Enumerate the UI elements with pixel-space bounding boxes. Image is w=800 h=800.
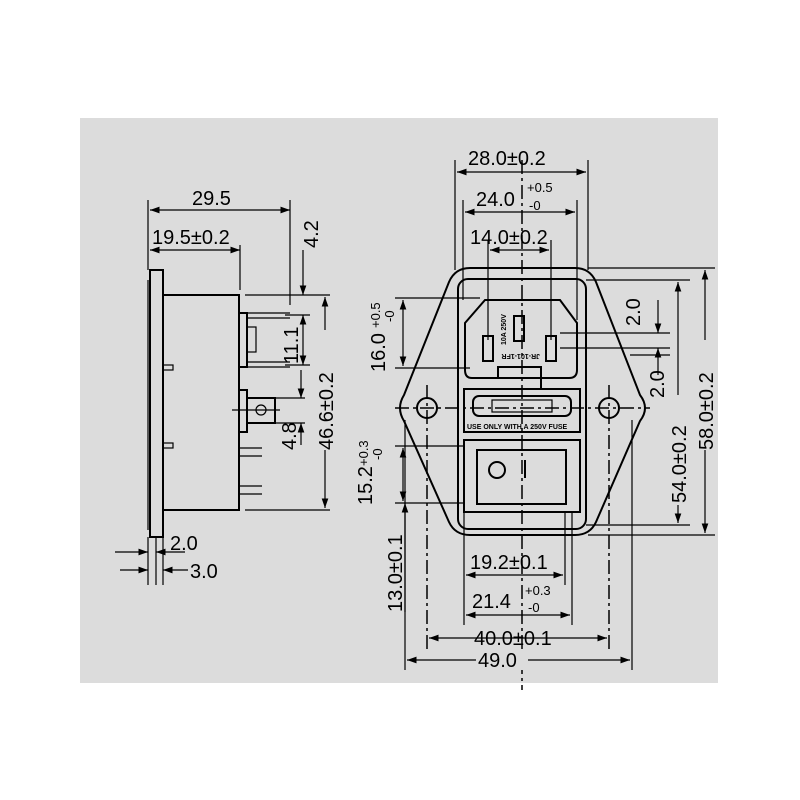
- fuse-warning-label: USE ONLY WITH A 250V FUSE: [467, 424, 568, 431]
- dim-switch-width: 19.2±0.1: [470, 552, 548, 574]
- dim-pin-spacing: 14.0±0.2: [470, 227, 548, 249]
- dim-flange-width: 49.0: [478, 650, 517, 672]
- dim-switch-cutout-tol-minus: -0: [528, 600, 540, 615]
- dim-cutout-height: 54.0±0.2: [669, 425, 691, 503]
- dim-inlet-height: 16.0: [368, 333, 390, 372]
- dim-hole-spacing: 40.0±0.1: [474, 628, 552, 650]
- dim-pin-offset-bottom: 2.0: [647, 370, 669, 398]
- dim-panel-thickness: 3.0: [190, 561, 218, 583]
- dim-fuse-terminal: 4.8: [279, 422, 301, 450]
- dim-switch-height-tol-minus: -0: [370, 448, 385, 460]
- model-label: JR-101-1FR: [501, 352, 540, 359]
- switch-off-symbol: [488, 461, 506, 479]
- rating-label: 10A 250V: [501, 314, 508, 345]
- dim-body-height: 46.6±0.2: [316, 372, 338, 450]
- dim-terminal-offset: 4.2: [301, 220, 323, 248]
- dim-switch-cutout-tol-plus: +0.3: [525, 583, 551, 598]
- front-view: 10A 250V JR-101-1FR USE ONLY WITH A 250V…: [355, 148, 718, 690]
- dim-body-depth: 19.5±0.2: [152, 227, 230, 249]
- dim-flange-thickness: 2.0: [170, 533, 198, 555]
- dim-switch-height-tol-plus: +0.3: [356, 440, 371, 466]
- dim-pin-offset-top: 2.0: [623, 298, 645, 326]
- pin-earth: [513, 315, 525, 342]
- dim-switch-height: 15.2: [355, 466, 377, 505]
- flange-outline: [399, 267, 646, 536]
- dim-terminal-spacing: 11.1: [281, 327, 303, 364]
- dim-overall-width: 28.0±0.2: [468, 148, 546, 170]
- dim-inlet-height-tol-plus: +0.5: [368, 302, 383, 328]
- dim-inlet-height-tol-minus: -0: [382, 310, 397, 322]
- dim-overall-height: 58.0±0.2: [696, 372, 718, 450]
- inlet-socket: [464, 299, 578, 379]
- side-view: 29.5 19.5±0.2 4.2 11.1 4.8 46.6±0.2 2.0 …: [115, 188, 338, 585]
- dim-switch-to-bottom: 13.0±0.1: [385, 534, 407, 612]
- dim-inlet-width: 24.0: [476, 189, 515, 211]
- dim-switch-cutout-width: 21.4: [472, 591, 511, 613]
- dim-inlet-width-tol-plus: +0.5: [527, 180, 553, 195]
- dim-inlet-width-tol-minus: -0: [529, 198, 541, 213]
- dim-total-depth: 29.5: [192, 188, 231, 210]
